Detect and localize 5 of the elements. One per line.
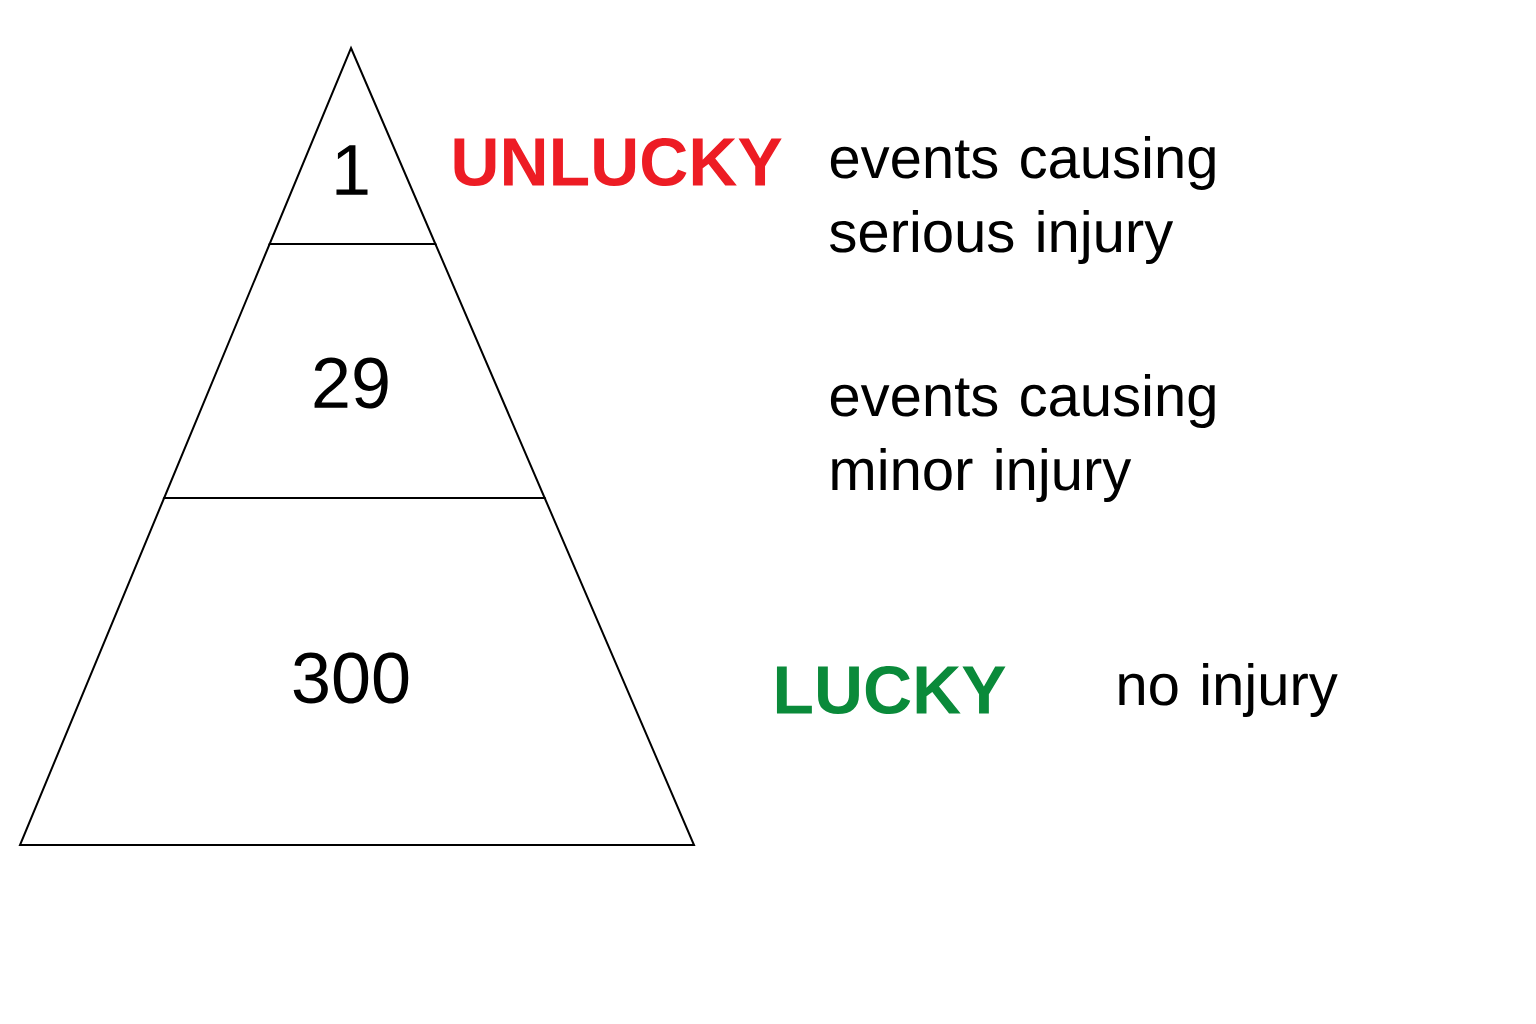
description-text: no injury [1119,662,1338,718]
category-label: UNLUCKY [454,137,782,187]
description-text: events causing serious injury [830,135,1215,265]
category-label: LUCKY [776,665,1006,715]
description-text: events causing minor injury [830,373,1215,503]
